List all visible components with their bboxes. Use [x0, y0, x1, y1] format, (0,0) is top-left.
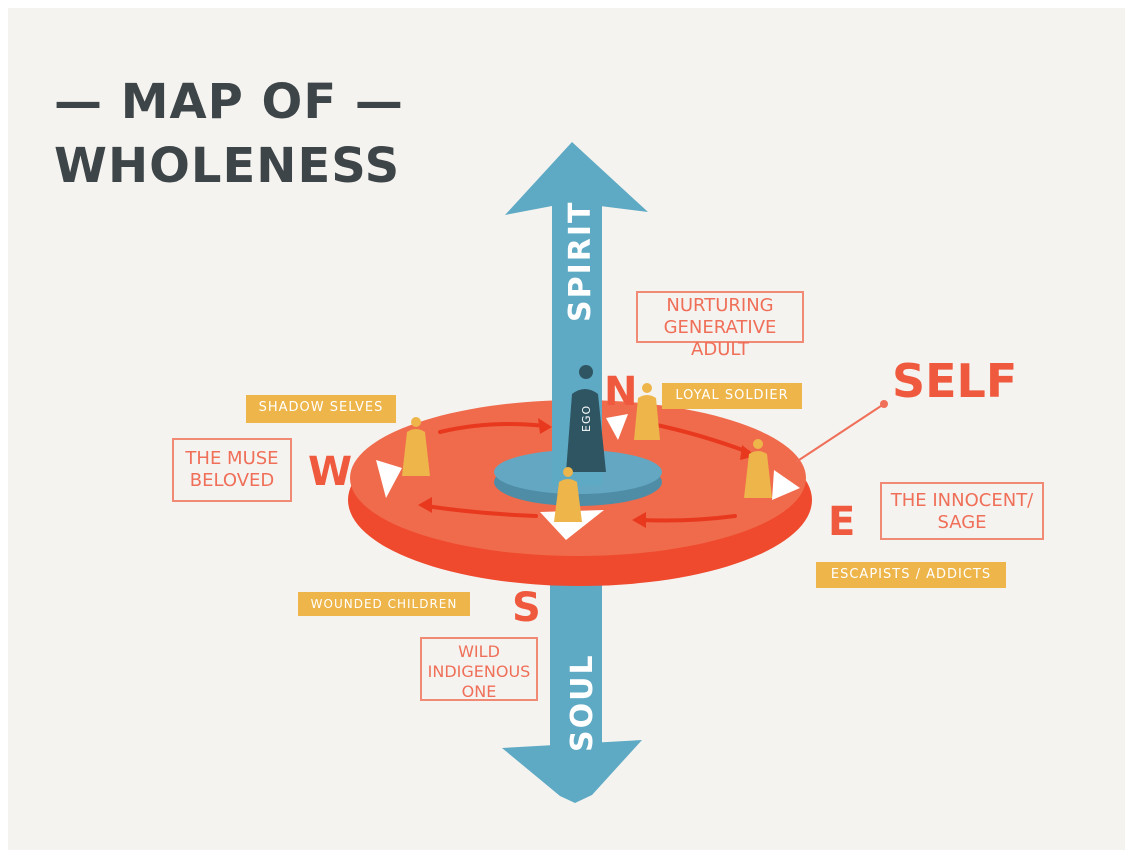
self-pointer-dot — [880, 400, 888, 408]
ego-figure-head — [579, 365, 593, 379]
south-letter: S — [512, 585, 541, 631]
diagram-title: — MAP OF — WHOLENESS — [54, 70, 404, 198]
muse-beloved-box: THE MUSE BELOVED — [172, 438, 292, 502]
title-line-2: WHOLENESS — [54, 138, 401, 194]
north-letter: N — [604, 369, 638, 415]
spirit-label: SPIRIT — [563, 201, 598, 322]
nurturing-adult-box: NURTURING GENERATIVE ADULT — [636, 291, 804, 360]
wounded-children-tag: WOUNDED CHILDREN — [298, 592, 470, 616]
ego-label: EGO — [580, 405, 593, 432]
ego-figure-body — [566, 389, 606, 472]
east-letter: E — [828, 499, 856, 545]
innocent-sage-box: THE INNOCENT/ SAGE — [880, 482, 1044, 540]
soul-axis-shaft — [550, 560, 602, 760]
self-pointer-line — [795, 403, 885, 463]
shadow-selves-tag: SHADOW SELVES — [246, 395, 396, 423]
flow-arrows — [424, 422, 750, 523]
wild-indigenous-box: WILD INDIGENOUS ONE — [420, 637, 538, 701]
yellow-figures — [402, 383, 772, 522]
soul-label: SOUL — [565, 653, 600, 752]
loyal-soldier-tag: LOYAL SOLDIER — [662, 383, 802, 409]
soul-arrow-head — [502, 740, 642, 803]
flow-arrow-heads — [418, 418, 756, 528]
title-line-1: — MAP OF — — [54, 74, 404, 130]
west-letter: W — [308, 449, 353, 495]
escapists-addicts-tag: ESCAPISTS / ADDICTS — [816, 562, 1006, 588]
self-label: SELF — [892, 354, 1018, 408]
spirit-arrow-head — [505, 142, 648, 215]
